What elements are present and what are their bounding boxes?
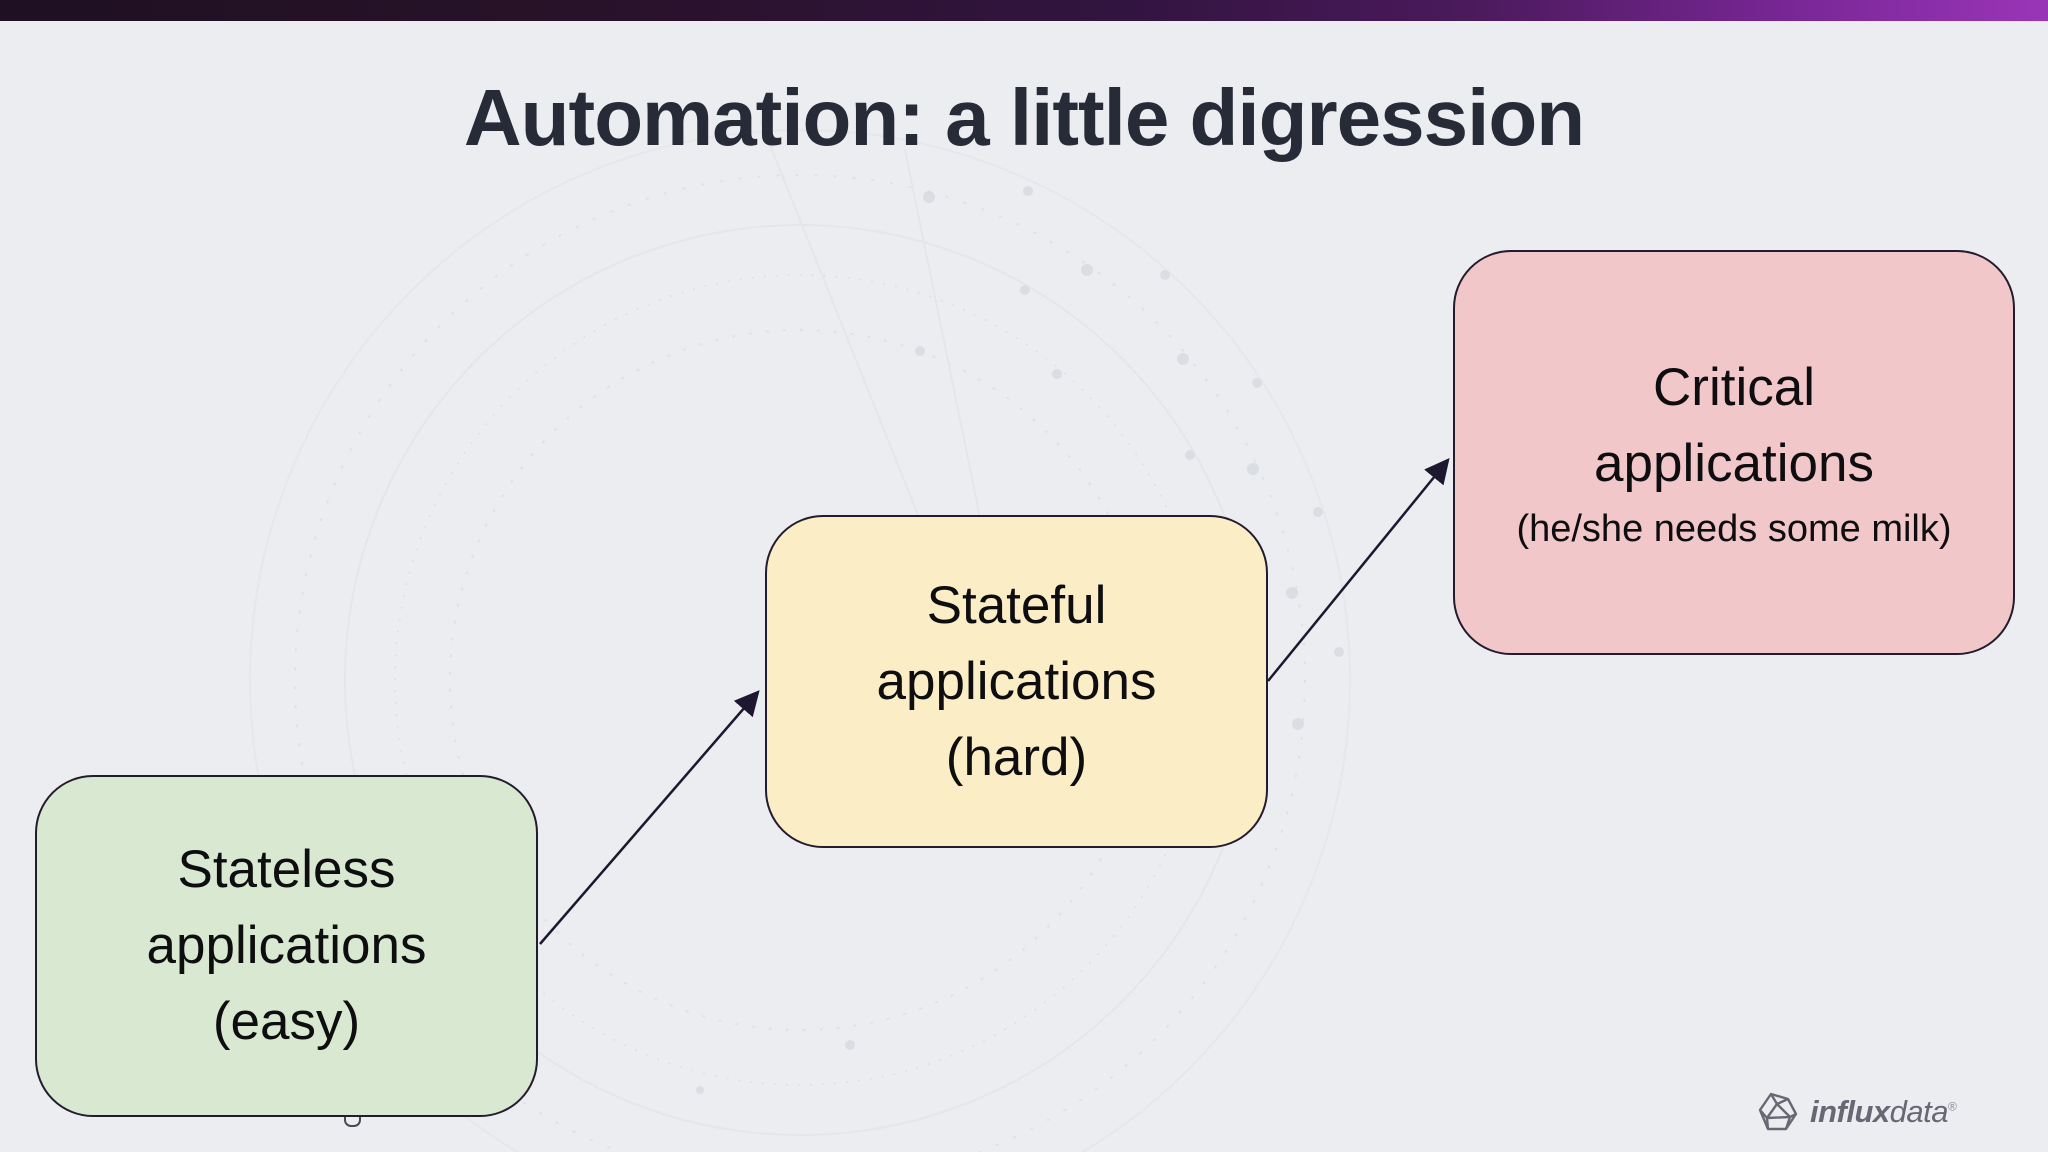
influxdata-logo: influxdata®: [1756, 1088, 1957, 1136]
accent-bar: [0, 0, 2048, 21]
trademark-symbol: ®: [1948, 1099, 1957, 1114]
node-label-line: (easy): [212, 992, 361, 1051]
influxdata-wordmark: influxdata®: [1810, 1094, 1957, 1130]
logo-text-bold: influx: [1810, 1094, 1890, 1129]
influxdata-polyhedron-icon: [1758, 1092, 1798, 1131]
node-label-line: (hard): [945, 727, 1088, 787]
logo-text-light: data: [1889, 1094, 1949, 1129]
connector-endpoint-artifact: [344, 1117, 361, 1127]
node-note-line: (he/she needs some milk): [1516, 507, 1952, 550]
node-critical-applications: Critical applications (he/she needs some…: [1453, 250, 2015, 655]
node-stateless-applications: Stateless applications (easy): [35, 775, 538, 1117]
node-label-line: Stateful: [926, 575, 1107, 635]
connector-stateful-to-critical: [1267, 458, 1450, 682]
node-label-line: applications: [146, 916, 427, 975]
node-label-line: Stateless: [177, 840, 396, 899]
node-label-line: Critical: [1653, 357, 1815, 417]
slide-title: Automation: a little digression: [463, 73, 1585, 162]
node-label-line: applications: [876, 651, 1157, 711]
node-label-line: applications: [1594, 433, 1874, 493]
connector-stateless-to-stateful: [539, 690, 760, 945]
node-stateful-applications: Stateful applications (hard): [765, 515, 1268, 848]
